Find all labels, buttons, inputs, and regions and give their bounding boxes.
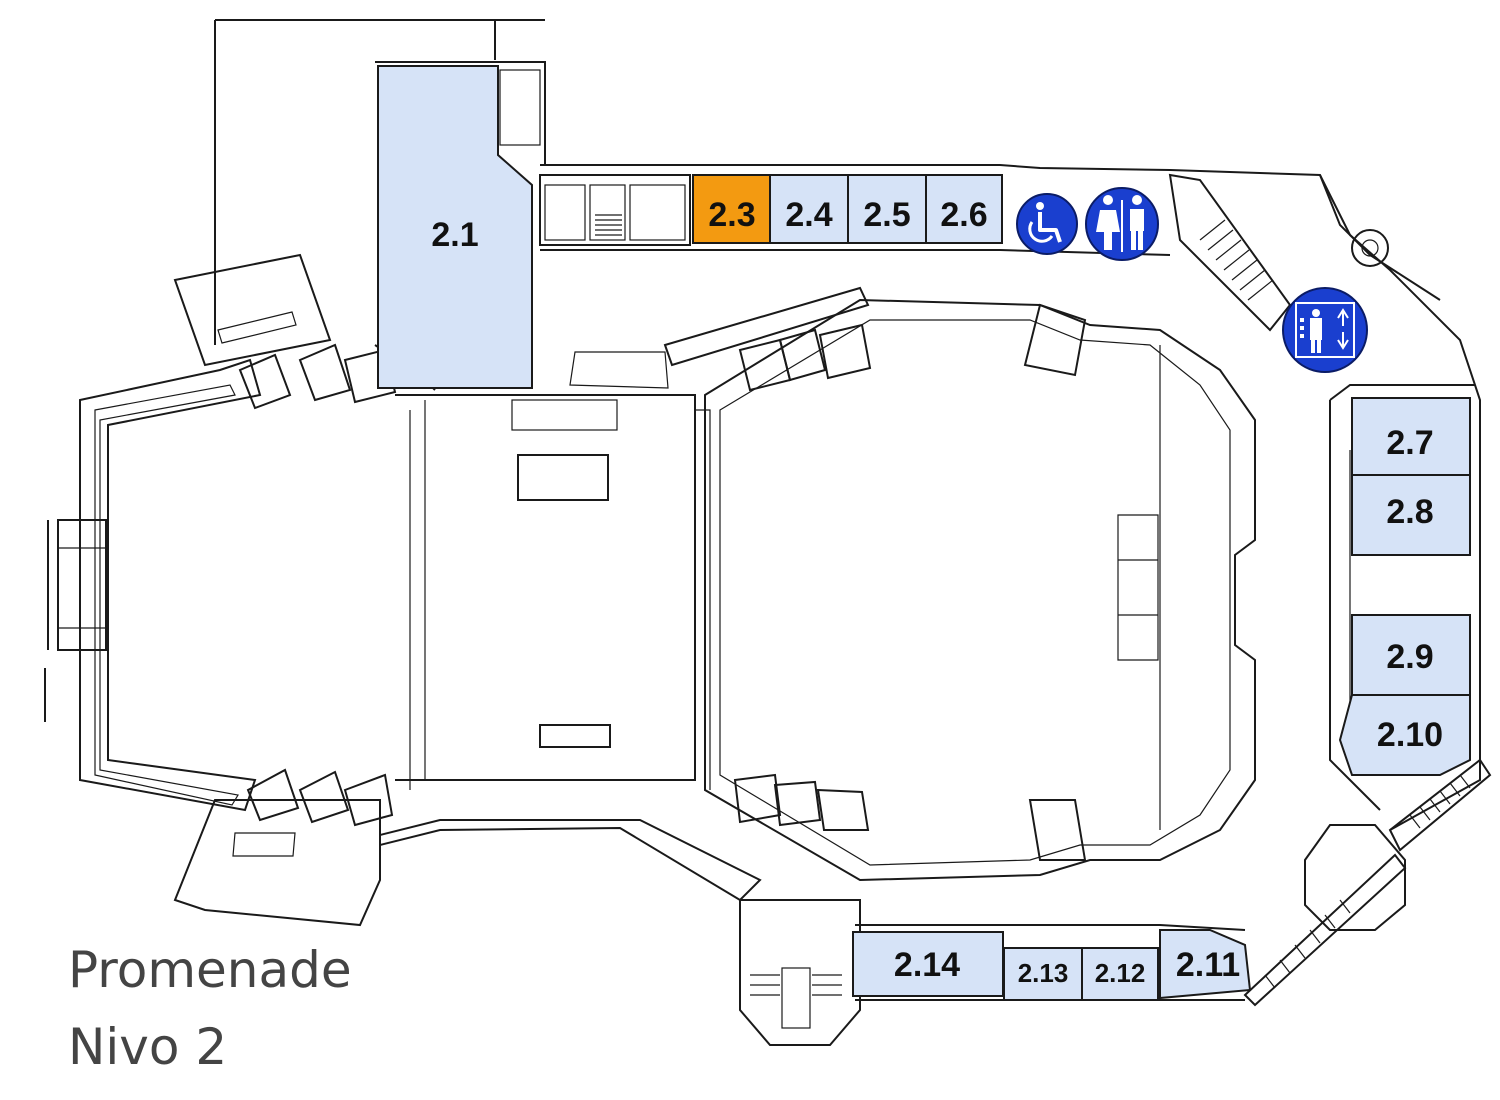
room-2-4[interactable]	[769, 174, 849, 244]
room-label: 2.7	[1386, 424, 1433, 462]
room-2-11[interactable]	[1159, 929, 1252, 1000]
room-label: 2.14	[894, 946, 960, 984]
room-label: 2.6	[940, 196, 987, 234]
room-2-14[interactable]	[852, 931, 1004, 997]
room-2-1[interactable]	[377, 65, 533, 389]
room-label: 2.1	[431, 216, 478, 254]
room-label: 2.4	[785, 196, 832, 234]
room-label: 2.5	[863, 196, 910, 234]
map-title-line1: Promenade	[68, 941, 352, 999]
room-2-3[interactable]	[692, 174, 771, 244]
room-2-12[interactable]	[1081, 947, 1159, 1001]
rooms: 2.1 2.3 2.4 2.5 2.6 2.7 2.8 2.9 2.10 2.1…	[377, 65, 1471, 1001]
room-label: 2.8	[1386, 493, 1433, 531]
room-label: 2.3	[708, 196, 755, 234]
room-label: 2.10	[1377, 716, 1443, 754]
room-2-9[interactable]	[1351, 614, 1471, 696]
restroom-icon	[1085, 187, 1159, 261]
room-label: 2.13	[1018, 958, 1069, 988]
room-label: 2.12	[1095, 958, 1146, 988]
room-2-10[interactable]	[1338, 694, 1471, 776]
room-2-8[interactable]	[1351, 474, 1471, 556]
wheelchair-icon	[1016, 193, 1078, 255]
room-label: 2.9	[1386, 638, 1433, 676]
map-title-line2: Nivo 2	[68, 1018, 228, 1076]
building-walls	[44, 19, 1492, 1046]
room-2-6[interactable]	[925, 174, 1003, 244]
room-label: 2.11	[1176, 946, 1240, 984]
elevator-icon	[1282, 287, 1368, 373]
